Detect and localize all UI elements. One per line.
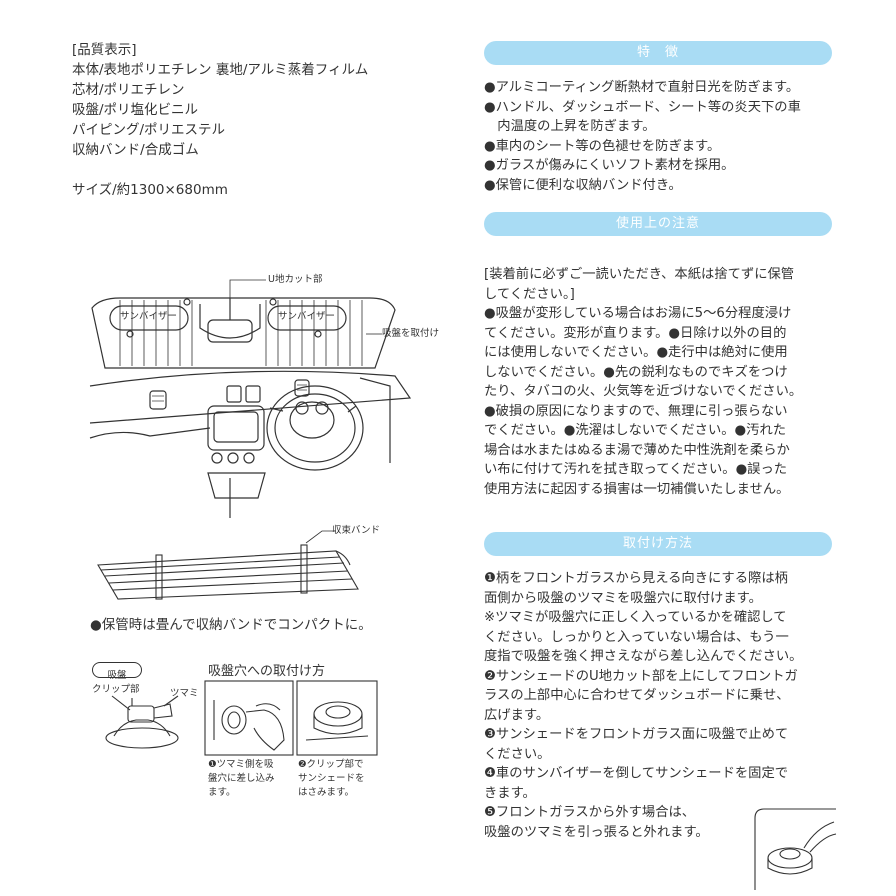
step1-caption-line: 盤穴に差し込み — [208, 773, 275, 784]
removal-illustration — [754, 808, 837, 890]
quality-heading: [品質表示] — [72, 42, 137, 58]
step1-caption-line: ます。 — [208, 787, 236, 798]
step1-caption-line: ❶ツマミ側を吸 — [208, 759, 274, 770]
caution-line: てください。変形が直ります。●日除け以外の目的 — [484, 325, 787, 341]
install-line: ❷サンシェードのU地カット部を上にしてフロントガ — [484, 668, 798, 684]
feature-line: ●保管に便利な収納バンド付き。 — [484, 177, 682, 193]
caution-line: してください。] — [484, 286, 575, 302]
step2-caption-line: ❷クリップ部で — [298, 759, 364, 770]
features-section: ●アルミコーティング断熱材で直射日光を防ぎます。 ●ハンドル、ダッシュボード、シ… — [484, 78, 801, 195]
caution-line: い布に付けて汚れを拭き取ってください。●誤った — [484, 462, 788, 477]
step1-caption: ❶ツマミ側を吸 盤穴に差し込み ます。 — [208, 758, 275, 800]
install-line: ください。しっかりと入っていない場合は、もう一 — [484, 629, 789, 645]
feature-line: ●アルミコーティング断熱材で直射日光を防ぎます。 — [484, 80, 800, 95]
caution-line: ●吸盤が変形している場合はお湯に5〜6分程度浸け — [484, 306, 792, 321]
step2-caption: ❷クリップ部で サンシェードを はさみます。 — [298, 758, 365, 800]
caution-line: たり、タバコの火、火気等を近づけないでください。 — [484, 384, 803, 399]
u-cut-label: U地カット部 — [268, 274, 323, 285]
install-line: きます。 — [484, 785, 536, 801]
size-line: サイズ/約1300×680mm — [72, 182, 228, 198]
suction-cup-illustration — [105, 695, 179, 749]
install-line: ❸サンシェードをフロントガラス面に吸盤で止めて — [484, 727, 789, 742]
install-line: 面側から吸盤のツマミを吸盤穴に取付けます。 — [484, 590, 762, 606]
caution-line: 場合は水またはぬるま湯で薄めた中性洗剤を柔らか — [484, 442, 790, 458]
quality-line: 芯材/ポリエチレン — [72, 82, 185, 98]
quality-line: 吸盤/ポリ塩化ビニル — [72, 102, 199, 118]
step1-illustration — [204, 680, 294, 756]
caution-line: には使用しないでください。●走行中は絶対に使用 — [484, 345, 788, 360]
quality-line: 収納バンド/合成ゴム — [72, 142, 199, 158]
band-label: 収束バンド — [332, 525, 380, 536]
knob-label: ツマミ — [170, 688, 199, 699]
install-line: ください。 — [484, 746, 551, 762]
u-cut-pointer — [229, 279, 382, 335]
caution-line: ●破損の原因になりますので、無理に引っ張らない — [484, 403, 788, 419]
quality-section: [品質表示] 本体/表地ポリエチレン 裏地/アルミ蒸着フィルム 芯材/ポリエチレ… — [72, 40, 368, 200]
feature-line: ●ガラスが傷みにくいソフト素材を採用。 — [484, 158, 735, 173]
step2-caption-line: サンシェードを — [298, 773, 365, 784]
cautions-header: 使用上の注意 — [484, 212, 832, 236]
cautions-section: [装着前に必ずご一読いただき、本紙は捨てずに保管 してください。] ●吸盤が変形… — [484, 265, 802, 499]
suction-diagram: 吸盤 クリップ部 ツマミ 吸盤穴への取付け方 — [92, 658, 392, 808]
car-interior-illustration — [89, 297, 412, 518]
step2-illustration — [296, 680, 378, 756]
step2-caption-line: はさみます。 — [298, 787, 355, 798]
visor-right-label: サンバイザー — [278, 311, 336, 322]
install-section: ❶柄をフロントガラスから見える向きにする際は柄 面側から吸盤のツマミを吸盤穴に取… — [484, 569, 802, 842]
install-line: 度指で吸盤を強く押さえながら差し込んでください。 — [484, 649, 803, 664]
suction-badge-label: 吸盤 — [107, 670, 127, 681]
install-line: ❶柄をフロントガラスから見える向きにする際は柄 — [484, 571, 788, 586]
hole-title: 吸盤穴への取付け方 — [208, 664, 326, 679]
fold-diagram: 収束バンド — [96, 525, 416, 605]
feature-line: ●ハンドル、ダッシュボード、シート等の炎天下の車 — [484, 99, 801, 115]
install-line: 吸盤のツマミを引っ張ると外れます。 — [484, 824, 709, 840]
features-header: 特 徴 — [484, 41, 832, 65]
suction-badge: 吸盤 — [92, 662, 142, 681]
folded-shade-illustration — [97, 530, 359, 600]
feature-line: 内温度の上昇を防ぎます。 — [484, 119, 656, 134]
caution-line: しないでください。●先の鋭利なものでキズをつけ — [484, 364, 788, 380]
clip-label: クリップ部 — [92, 684, 140, 695]
quality-line: パイピング/ポリエステル — [72, 122, 226, 138]
install-line: ラスの上部中心に合わせてダッシュボードに乗せ、 — [484, 688, 790, 703]
install-header: 取付け方法 — [484, 532, 832, 556]
suction-cup-label: 吸盤を取付け — [382, 328, 440, 339]
install-line: ❹車のサンバイザーを倒してサンシェードを固定で — [484, 766, 789, 781]
caution-line: でください。●洗濯はしないでください。●汚れた — [484, 423, 787, 438]
install-line: ❺フロントガラスから外す場合は、 — [484, 805, 696, 820]
car-diagram: U地カット部 サンバイザー サンバイザー 吸盤を取付け — [89, 268, 450, 518]
install-line: 広げます。 — [484, 707, 550, 723]
caution-line: [装着前に必ずご一読いただき、本紙は捨てずに保管 — [484, 267, 795, 282]
caution-line: 使用方法に起因する損害は一切補償いたしません。 — [484, 481, 790, 497]
fold-note: ●保管時は畳んで収納バンドでコンパクトに。 — [90, 617, 372, 633]
feature-line: ●車内のシート等の色褪せを防ぎます。 — [484, 138, 721, 154]
visor-left-label: サンバイザー — [120, 311, 178, 322]
quality-line: 本体/表地ポリエチレン 裏地/アルミ蒸着フィルム — [72, 62, 369, 78]
install-line: ※ツマミが吸盤穴に正しく入っているかを確認して — [484, 610, 787, 625]
